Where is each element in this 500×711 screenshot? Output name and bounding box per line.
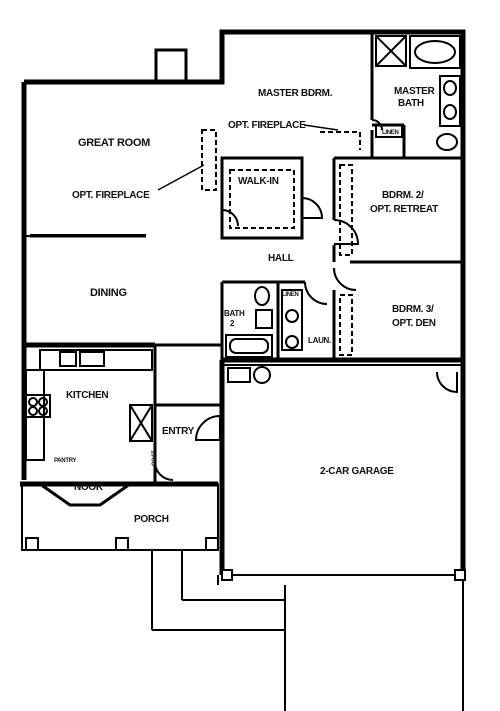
label-walk-in: WALK-IN xyxy=(238,176,279,187)
master-bath-fixtures xyxy=(375,35,461,151)
label-porch: PORCH xyxy=(134,514,169,525)
label-linen-hall: LINEN xyxy=(282,292,299,298)
label-master-bath-2: BATH xyxy=(398,98,424,109)
label-kitchen: KITCHEN xyxy=(66,390,108,401)
nook-bay xyxy=(35,482,135,507)
label-bath2-1: BATH xyxy=(224,309,245,318)
fireplace-leader-master xyxy=(303,124,339,131)
door-swings xyxy=(154,119,458,481)
room-labels: MASTER BDRM. MASTER BATH LINEN GREAT ROO… xyxy=(54,86,438,525)
chimney xyxy=(154,48,188,84)
kitchen-fixtures xyxy=(25,349,271,461)
label-nook: NOOK xyxy=(74,482,104,493)
label-hall: HALL xyxy=(268,253,294,264)
label-bath2-2: 2 xyxy=(230,319,235,328)
label-bdrm3-2: OPT. DEN xyxy=(392,318,436,329)
closet-rods xyxy=(201,129,361,420)
label-great-room: GREAT ROOM xyxy=(78,137,150,149)
fireplace-leader xyxy=(157,164,205,191)
label-bdrm2-2: OPT. RETREAT xyxy=(370,204,438,215)
label-linen: LINEN xyxy=(382,130,399,136)
label-master-bdrm: MASTER BDRM. xyxy=(258,88,333,99)
label-bdrm2-1: BDRM. 2/ xyxy=(382,190,424,201)
label-opt-fireplace-master: OPT. FIREPLACE xyxy=(228,120,306,131)
label-entry: ENTRY xyxy=(162,426,195,437)
bath-2-fixtures xyxy=(225,286,303,358)
label-garage: 2-CAR GARAGE xyxy=(320,466,394,477)
porch-posts xyxy=(25,537,466,581)
label-laun: LAUN. xyxy=(308,336,331,345)
label-pantry: PANTRY xyxy=(54,458,76,464)
exterior-walls xyxy=(20,29,466,580)
label-master-bath-1: MASTER xyxy=(394,86,436,97)
porch-outline xyxy=(21,483,464,711)
label-bdrm3-1: BDRM. 3/ xyxy=(392,304,434,315)
label-opt-fireplace-left: OPT. FIREPLACE xyxy=(72,190,150,201)
label-coat: COAT xyxy=(152,450,158,466)
label-dining: DINING xyxy=(90,287,127,299)
